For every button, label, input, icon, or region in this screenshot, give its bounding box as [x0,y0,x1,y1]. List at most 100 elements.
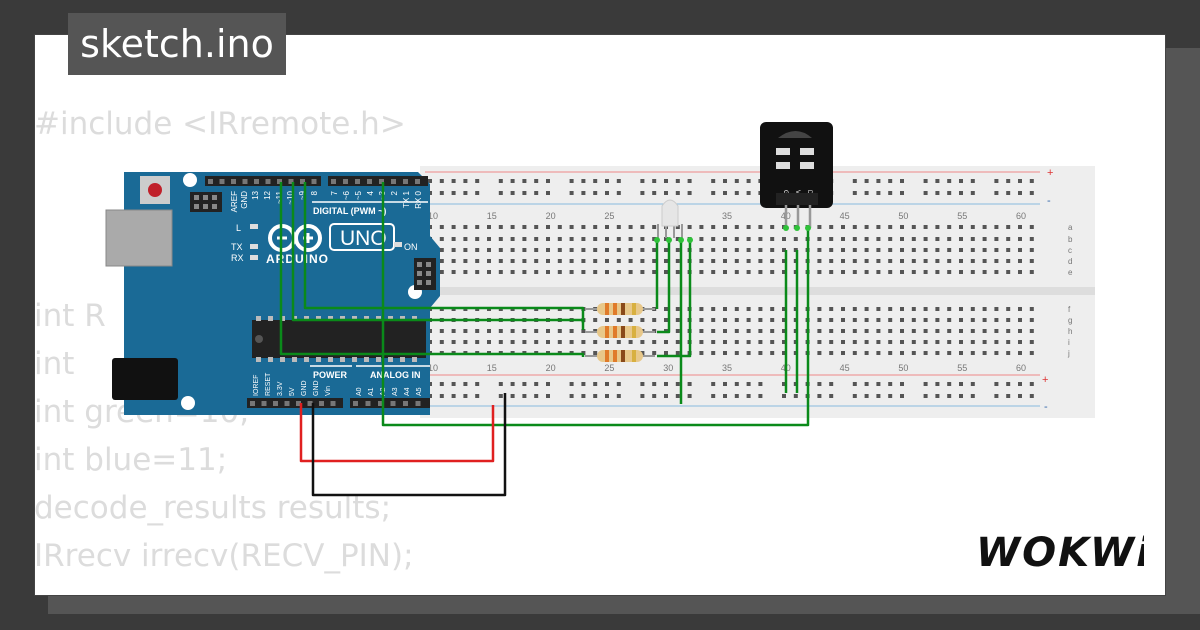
wire-green[interactable] [303,182,585,323]
analog-header-label: ANALOG IN [370,370,421,380]
mount-hole [181,396,195,410]
rail-minus-label: - [1044,401,1048,413]
pin-label: RX 0 [414,190,423,208]
pin-label: RESET [265,372,272,396]
led-label-rx: RX [231,253,244,263]
pin-label: AREF [230,191,239,212]
uno-badge [329,223,395,251]
wires[interactable] [279,182,810,497]
wire-red[interactable] [299,403,495,463]
arduino-brand: ARDUINO [266,252,329,266]
wire-black[interactable] [311,393,507,497]
ir-receiver-board [760,122,833,208]
pin-label: 4 [366,190,375,195]
pin-label: A5 [416,387,423,396]
resistor[interactable] [585,326,655,338]
led-label-l: L [236,223,241,233]
wire-green[interactable] [279,182,585,357]
chip-pins [255,316,417,362]
row-letter: f [1068,305,1071,314]
pin-label: A0 [356,387,363,396]
digital-header-right [328,176,428,186]
rgb-led[interactable] [657,199,683,238]
led-tx [250,244,258,249]
reset-button[interactable] [148,183,162,197]
uno-label: UNO [340,227,387,250]
pin-label: ~10 [286,190,295,204]
digital-header-label: DIGITAL (PWM ~) [313,206,386,216]
project-title[interactable]: sketch.ino [68,13,286,75]
wire-green[interactable] [381,182,810,427]
pin-label: 12 [263,190,272,199]
icsp-header [190,192,222,212]
usb-port [105,209,173,267]
pin-label: IOREF [253,375,260,396]
wokwi-logo[interactable]: WOKWi [972,528,1150,583]
led-l [250,224,258,229]
column-number: 25 [604,211,614,221]
wire-green[interactable] [657,240,671,334]
pin-label: 2 [390,190,399,195]
row-letter: c [1068,246,1072,255]
rail-plus-label: + [1042,374,1048,386]
wire-endpoints [654,225,811,243]
column-number: 15 [487,363,497,373]
pin-label: ~11 [275,190,284,204]
row-letter: a [1068,223,1073,232]
rail-plus-label: + [1047,167,1053,179]
pin-label: ~6 [342,190,351,200]
column-number: 20 [546,211,556,221]
row-letter: d [1068,257,1072,266]
code-line: int [34,346,75,382]
led-label-on: ON [404,242,418,252]
rail-minus-label: - [1047,195,1051,207]
pin-label: 13 [251,190,260,199]
pin-label: ~5 [354,190,363,200]
led-rx [250,255,258,260]
header-pin-holes [208,179,421,406]
pin-label: ~9 [298,190,307,200]
pin-label: A3 [392,387,399,396]
led-on [394,242,402,247]
column-number: 35 [722,211,732,221]
column-number: 10 [428,211,438,221]
row-letter: g [1068,316,1072,325]
row-letter: h [1068,327,1072,336]
row-letter: j [1067,349,1070,358]
breadboard-trench [420,287,1095,295]
code-background: #include <IRremote.h> int R int int gree… [34,0,414,574]
code-line: #include <IRremote.h> [34,106,406,142]
power-header [247,398,343,408]
pin-label: GND [240,191,249,209]
column-number: 30 [663,363,673,373]
pin-label: A4 [404,387,411,396]
pin-label: Vin [325,386,332,396]
power-header-label: POWER [313,370,348,380]
resistor[interactable] [585,303,655,315]
pin-label: 7 [330,190,339,195]
wokwi-logo-text: WOKWi [976,530,1144,576]
resistor[interactable] [585,350,655,362]
column-number: 55 [957,211,967,221]
column-number: 50 [898,363,908,373]
ir-receiver[interactable]: GND VCC DAT [760,122,833,228]
ir-sensor-dome [778,131,812,138]
power-jack [112,358,178,400]
column-number: 60 [1016,211,1026,221]
breadboard-holes [428,179,1034,398]
row-letter: e [1068,268,1073,277]
column-number: 60 [1016,363,1026,373]
wire-green[interactable] [291,182,585,330]
column-number: 55 [957,363,967,373]
code-line: IRrecv irrecv(RECV_PIN); [34,538,414,574]
column-number: 20 [546,363,556,373]
wire-green[interactable] [657,240,692,358]
pin-label: A1 [368,387,375,396]
mount-hole [183,173,197,187]
pin-label: GND [313,380,320,396]
column-number: 45 [840,363,850,373]
